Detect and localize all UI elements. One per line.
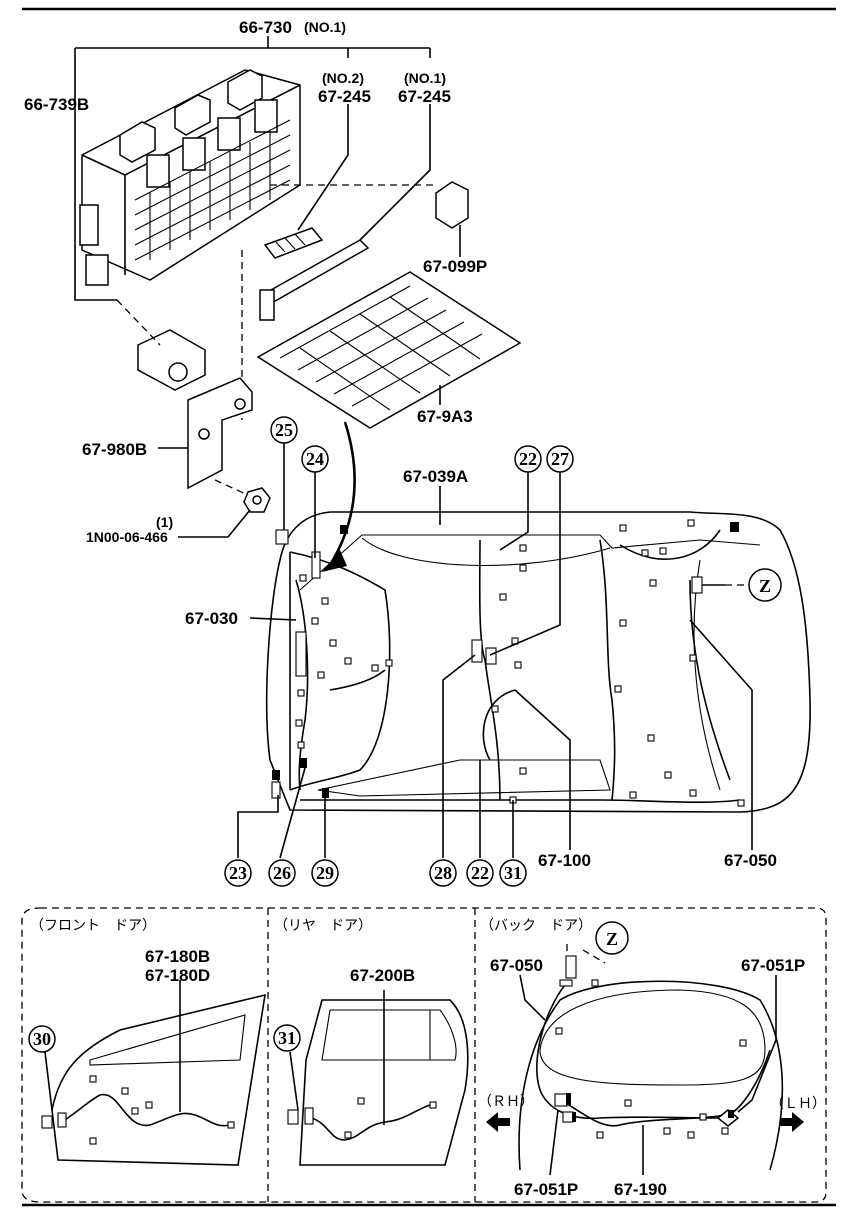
caption-front-door: （フロント ドア） bbox=[30, 918, 156, 934]
door-panels-frame bbox=[21, 907, 827, 1203]
reference-z-main: Z bbox=[748, 568, 782, 602]
reference-markers: Z Z bbox=[595, 568, 782, 955]
caption-back-door: （バック ドア） bbox=[480, 918, 592, 934]
label-front-door-harness-b: 67-180B bbox=[145, 947, 210, 966]
svg-text:24: 24 bbox=[306, 449, 324, 469]
label-front-harness: 67-030 bbox=[185, 609, 238, 628]
callout-29: 29 bbox=[311, 859, 339, 887]
label-nut-qty: (1) bbox=[156, 514, 173, 530]
caption-rh: （ＲＨ） bbox=[478, 1094, 534, 1110]
label-bracket: 67-980B bbox=[82, 440, 147, 459]
label-fuse-no2-tag: (NO.2) bbox=[322, 70, 364, 86]
callout-27: 27 bbox=[546, 445, 574, 473]
svg-text:30: 30 bbox=[33, 1029, 51, 1049]
svg-text:25: 25 bbox=[275, 420, 293, 440]
callout-22-top: 22 bbox=[514, 445, 542, 473]
label-relay: 67-099P bbox=[423, 257, 487, 276]
callout-25: 25 bbox=[270, 416, 298, 444]
label-fuse-no2: 67-245 bbox=[318, 87, 371, 106]
rear-door-drawing bbox=[287, 990, 469, 1166]
label-back-door-harness-050: 67-050 bbox=[490, 956, 543, 975]
svg-text:27: 27 bbox=[551, 449, 569, 469]
callout-26: 26 bbox=[268, 859, 296, 887]
svg-text:23: 23 bbox=[229, 863, 247, 883]
label-front-door-harness-d: 67-180D bbox=[145, 966, 210, 985]
svg-text:29: 29 bbox=[316, 863, 334, 883]
svg-text:31: 31 bbox=[278, 1028, 296, 1048]
label-nut: 1N00-06-466 bbox=[86, 529, 168, 545]
label-label-sheet: 67-9A3 bbox=[417, 407, 473, 426]
label-fuse-block-no1-tag: (NO.1) bbox=[304, 19, 346, 35]
reference-z-door: Z bbox=[595, 921, 629, 955]
label-rear-harness: 67-050 bbox=[724, 851, 777, 870]
fuse-block-assembly bbox=[74, 36, 522, 572]
label-rear-door-harness: 67-200B bbox=[350, 966, 415, 985]
callout-31-main: 31 bbox=[499, 859, 527, 887]
label-block-cover: 66-739B bbox=[24, 95, 89, 114]
callout-28: 28 bbox=[429, 859, 457, 887]
caption-lh: （ＬＨ） bbox=[770, 1096, 826, 1112]
label-floor-harness: 67-100 bbox=[538, 851, 591, 870]
callouts: 25 24 22 27 23 26 29 28 bbox=[28, 416, 574, 1053]
label-back-door-harness-051p-top: 67-051P bbox=[741, 956, 805, 975]
callout-23: 23 bbox=[224, 859, 252, 887]
label-fuse-block-no1: 66-730 bbox=[239, 18, 292, 37]
label-back-door-harness-190: 67-190 bbox=[614, 1180, 667, 1199]
panel-captions: （フロント ドア） （リヤ ドア） （バック ドア） （ＲＨ） （ＬＨ） bbox=[30, 918, 826, 1112]
label-fuse-no1: 67-245 bbox=[398, 87, 451, 106]
callout-31-door: 31 bbox=[273, 1024, 301, 1052]
part-labels: 66-730 (NO.1) (NO.2) 67-245 (NO.1) 67-24… bbox=[24, 18, 805, 1199]
caption-rear-door: （リヤ ドア） bbox=[274, 918, 372, 934]
callout-22-bottom: 22 bbox=[466, 859, 494, 887]
front-door-drawing bbox=[41, 980, 266, 1166]
svg-text:Z: Z bbox=[759, 576, 771, 596]
label-main-harness: 67-039A bbox=[403, 467, 468, 486]
svg-text:22: 22 bbox=[471, 863, 489, 883]
body-harness bbox=[265, 511, 811, 813]
svg-text:28: 28 bbox=[434, 863, 452, 883]
svg-text:26: 26 bbox=[273, 863, 291, 883]
label-fuse-no1-tag: (NO.1) bbox=[404, 70, 446, 86]
callout-leaders bbox=[237, 443, 753, 859]
callout-24: 24 bbox=[301, 445, 329, 473]
callout-30: 30 bbox=[28, 1025, 56, 1053]
svg-text:22: 22 bbox=[519, 449, 537, 469]
label-back-door-harness-051p-bottom: 67-051P bbox=[514, 1180, 578, 1199]
back-door-drawing bbox=[486, 944, 804, 1176]
svg-text:Z: Z bbox=[606, 929, 618, 949]
svg-text:31: 31 bbox=[504, 863, 522, 883]
